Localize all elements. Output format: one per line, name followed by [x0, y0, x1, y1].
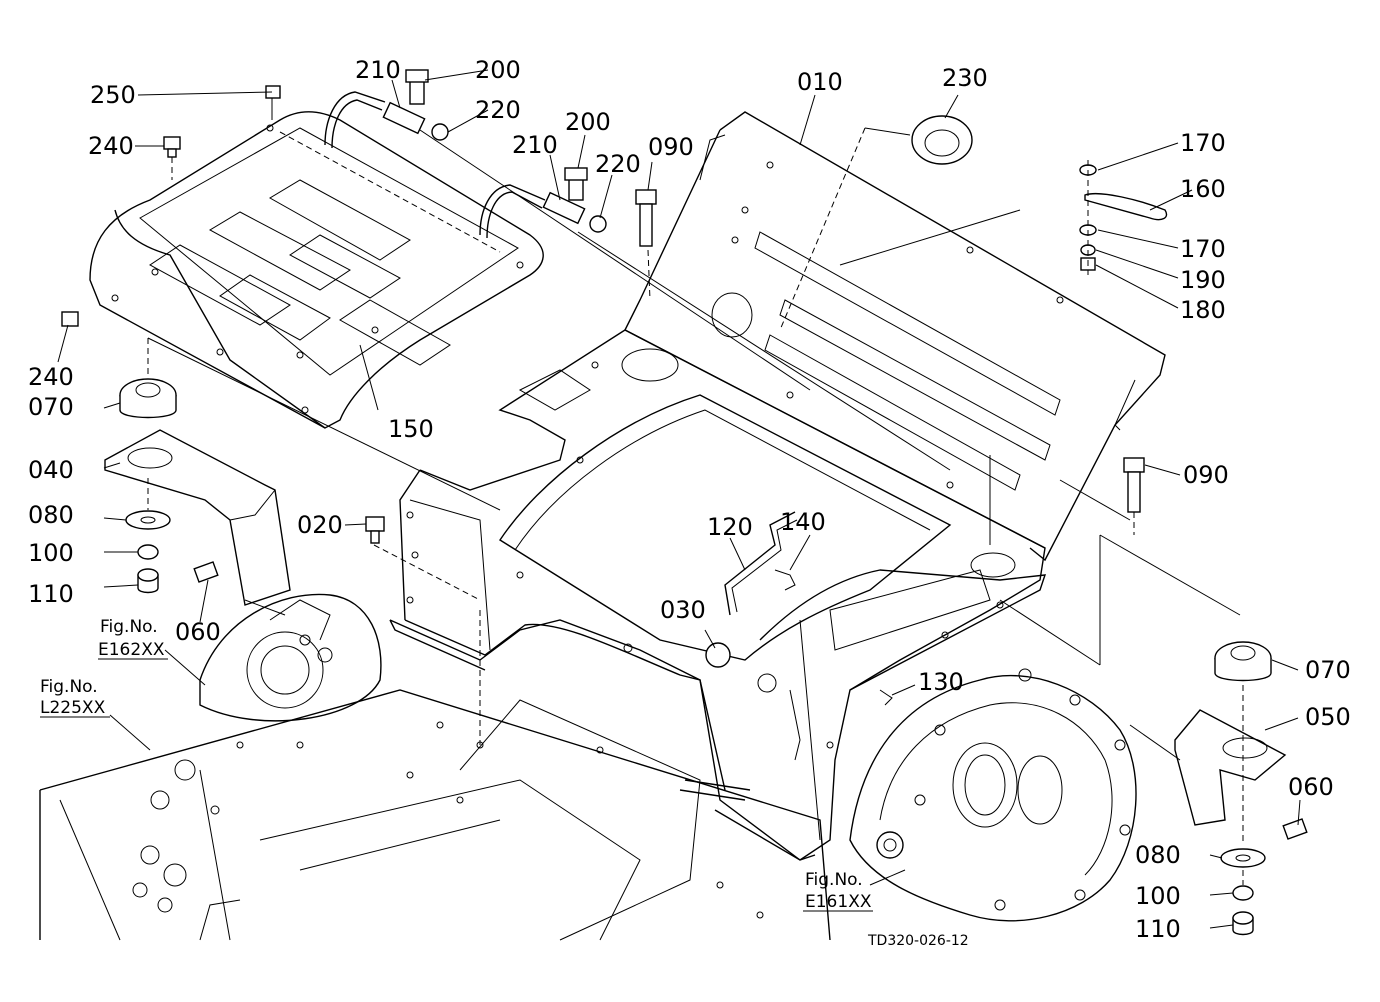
label-200: 200: [475, 56, 521, 84]
left-gear-housing: [199, 593, 382, 722]
fig-ref-e161-line2: E161XX: [805, 892, 872, 912]
label-080: 080: [1135, 841, 1181, 869]
label-240: 240: [88, 132, 134, 160]
rod-and-clips: [705, 511, 893, 706]
label-210: 210: [512, 131, 558, 159]
label-200: 200: [565, 108, 611, 136]
label-150: 150: [388, 415, 434, 443]
fig-ref-e162-line1: Fig.No.: [100, 617, 158, 637]
label-240: 240: [28, 363, 74, 391]
label-030: 030: [660, 596, 706, 624]
label-140: 140: [780, 508, 826, 536]
label-020: 020: [297, 511, 343, 539]
label-210: 210: [355, 56, 401, 84]
grommet-230: [911, 115, 973, 165]
label-250: 250: [90, 81, 136, 109]
label-220: 220: [475, 96, 521, 124]
label-090: 090: [648, 133, 694, 161]
label-070: 070: [1305, 656, 1351, 684]
fig-ref-e161-line1: Fig.No.: [805, 870, 863, 890]
label-040: 040: [28, 456, 74, 484]
label-050: 050: [1305, 703, 1351, 731]
label-180: 180: [1180, 296, 1226, 324]
small-bolts: [61, 85, 385, 544]
label-100: 100: [28, 539, 74, 567]
label-160: 160: [1180, 175, 1226, 203]
leader-lines: [57, 69, 1301, 929]
part-labels: 010 230 210 200 220 210 200 220 090 250 …: [28, 56, 1351, 943]
bolts-090: [635, 189, 1145, 513]
lower-frame: [39, 689, 831, 941]
label-110: 110: [28, 580, 74, 608]
label-100: 100: [1135, 882, 1181, 910]
label-060: 060: [175, 618, 221, 646]
label-230: 230: [942, 64, 988, 92]
fender-body: [389, 111, 1166, 861]
label-170: 170: [1180, 129, 1226, 157]
label-090: 090: [1183, 461, 1229, 489]
seat-pan: [89, 111, 544, 429]
label-060: 060: [1288, 773, 1334, 801]
fig-ref-e162-line2: E162XX: [98, 640, 165, 660]
label-110: 110: [1135, 915, 1181, 943]
figure-references: Fig.No. E162XX Fig.No. L225XX Fig.No. E1…: [40, 617, 873, 912]
right-mount-stack: [1174, 641, 1308, 936]
label-010: 010: [797, 68, 843, 96]
transmission-housing: [849, 668, 1137, 922]
label-120: 120: [707, 513, 753, 541]
label-220: 220: [595, 150, 641, 178]
fig-ref-l225-line1: Fig.No.: [40, 677, 98, 697]
label-190: 190: [1180, 266, 1226, 294]
label-070: 070: [28, 393, 74, 421]
label-130: 130: [918, 668, 964, 696]
right-hardware-stack: [1079, 164, 1168, 271]
drawing-code: TD320-026-12: [867, 933, 969, 949]
label-080: 080: [28, 501, 74, 529]
left-mount-stack: [104, 378, 291, 606]
seat-hinges: [324, 69, 607, 239]
label-170: 170: [1180, 235, 1226, 263]
fig-ref-l225-line2: L225XX: [40, 698, 106, 718]
